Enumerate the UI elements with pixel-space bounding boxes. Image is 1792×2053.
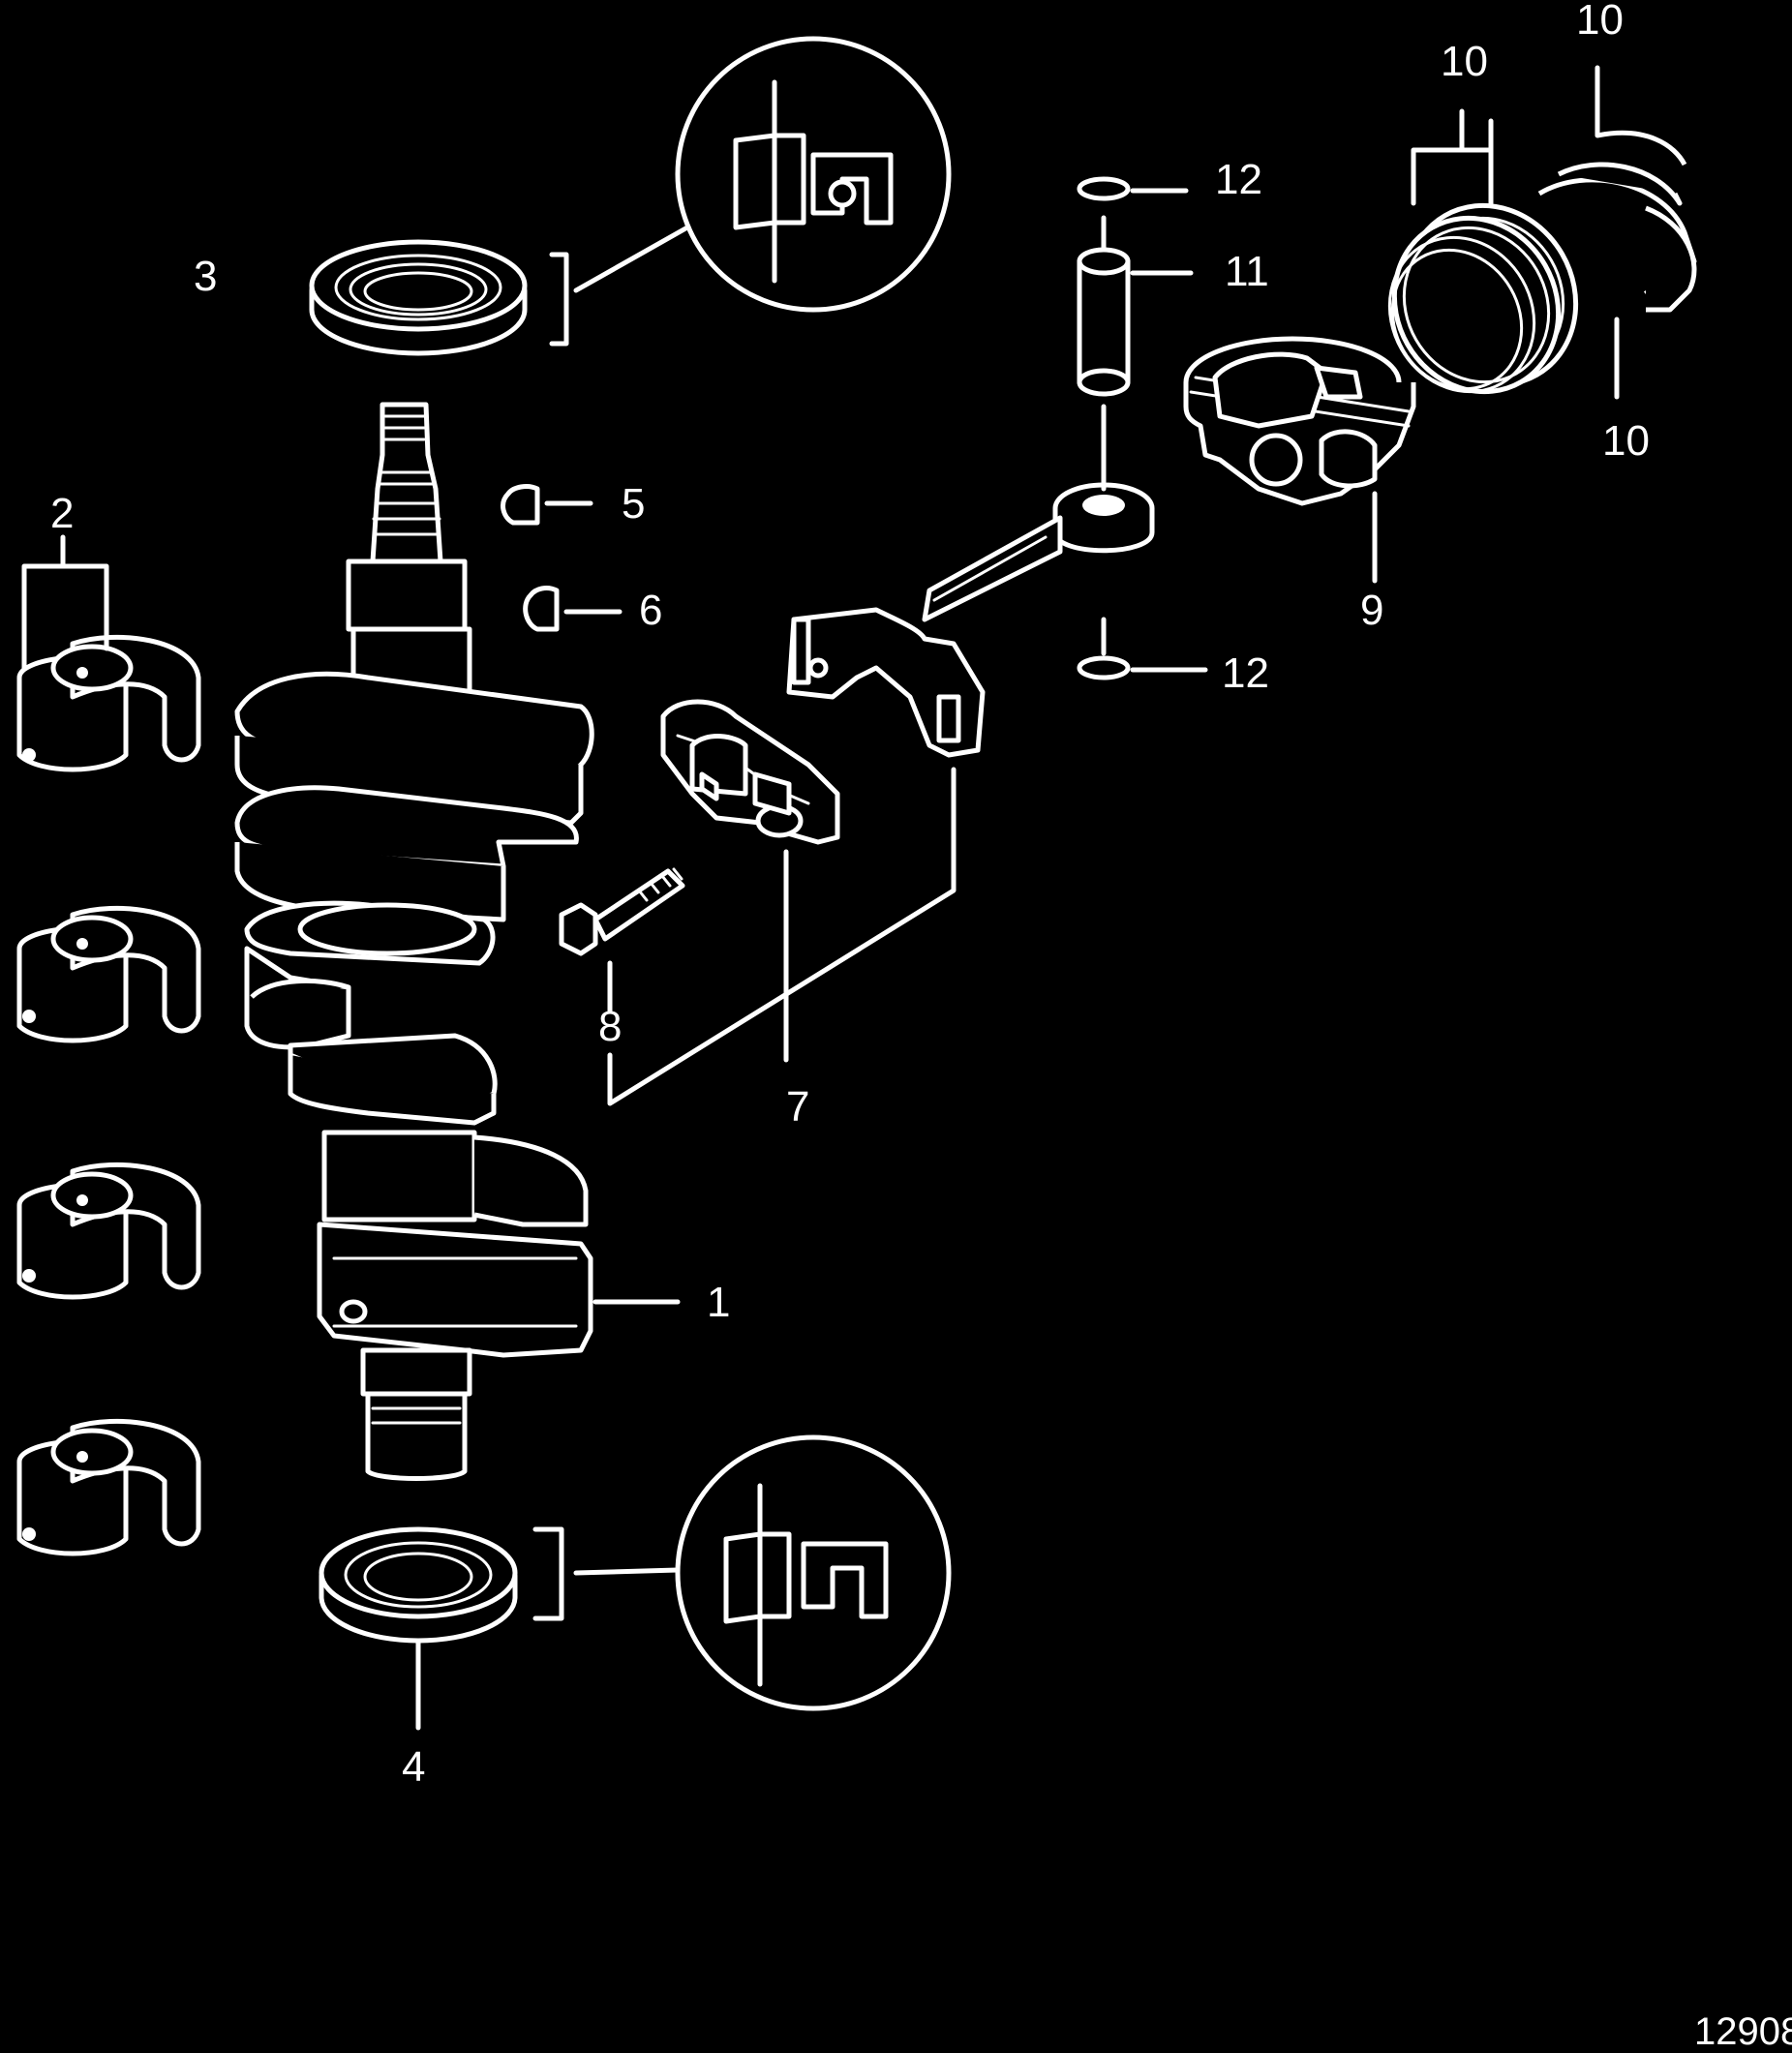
figure-number: 12908 (1694, 2010, 1792, 2053)
woodruff-key-5 (501, 484, 593, 526)
callout-10-top: 10 (1576, 0, 1624, 44)
rod-bolt (559, 767, 957, 1106)
upper-oil-seal (309, 225, 690, 356)
callout-11: 11 (1225, 248, 1269, 295)
callout-8: 8 (598, 1003, 622, 1050)
connecting-rod (786, 482, 1155, 758)
lower-oil-seal (319, 1526, 681, 1731)
main-bearing-set (16, 534, 201, 1556)
callout-7: 7 (786, 1083, 809, 1131)
woodruff-key-6 (523, 586, 623, 632)
piston-pin-retainer-top (1077, 176, 1189, 201)
piston (1183, 336, 1416, 584)
main-bearing-4 (16, 1418, 201, 1556)
main-bearing-3 (16, 1162, 201, 1300)
wrist-pin (1077, 215, 1194, 492)
callout-1: 1 (707, 1279, 730, 1326)
main-bearing-1 (16, 634, 201, 772)
callout-4: 4 (402, 1743, 425, 1791)
lower-seal-detail (675, 1434, 952, 1711)
callout-10-upper: 10 (1441, 38, 1488, 85)
callout-3: 3 (194, 253, 217, 300)
callout-5: 5 (622, 480, 645, 528)
crankshaft (234, 402, 594, 1481)
callout-12-top: 12 (1215, 156, 1262, 203)
callout-10-lower: 10 (1602, 417, 1650, 465)
piston-pin-retainer-bottom (1077, 617, 1208, 680)
callout-2: 2 (50, 490, 74, 537)
callout-6: 6 (639, 587, 662, 634)
upper-seal-detail (675, 36, 952, 313)
piston-rings (1387, 65, 1697, 400)
main-bearing-2 (16, 905, 201, 1043)
callout-9: 9 (1360, 587, 1383, 634)
callout-12-bottom: 12 (1222, 649, 1269, 697)
rod-cap (660, 699, 840, 1063)
